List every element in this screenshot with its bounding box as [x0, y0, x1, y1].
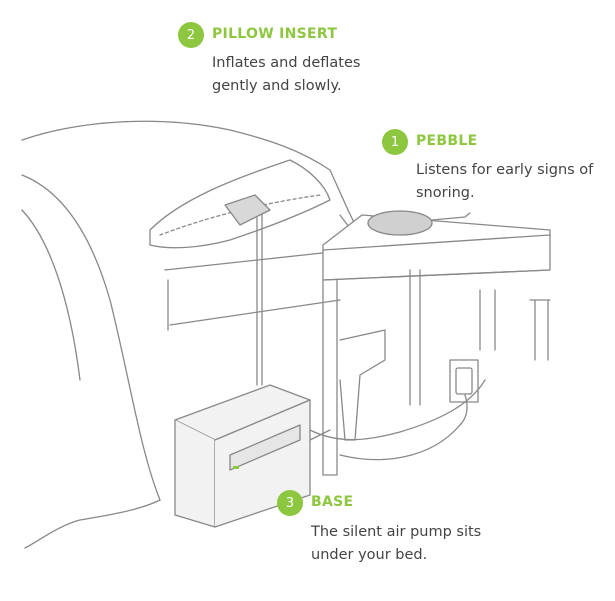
blanket [21, 120, 361, 236]
number-badge: 2 [178, 22, 204, 48]
desc-line: Inflates and deflates [212, 55, 361, 71]
callout-title: BASE [311, 494, 354, 510]
callout-description: Inflates and deflates gently and slowly. [212, 52, 412, 98]
number-badge: 1 [382, 129, 408, 155]
desc-line: under your bed. [311, 547, 428, 563]
desc-line: snoring. [416, 185, 475, 201]
callout-title: PEBBLE [416, 133, 478, 149]
callout-title: PILLOW INSERT [212, 26, 338, 42]
wall-outlet [449, 359, 479, 403]
pillow-insert [224, 194, 271, 226]
desc-line: The silent air pump sits [311, 524, 482, 540]
callout-description: Listens for early signs of snoring. [416, 159, 615, 205]
number-badge: 3 [277, 490, 303, 516]
desc-line: gently and slowly. [212, 78, 342, 94]
desc-line: Listens for early signs of [416, 162, 594, 178]
callout-description: The silent air pump sits under your bed. [311, 521, 511, 567]
pebble [367, 210, 433, 236]
